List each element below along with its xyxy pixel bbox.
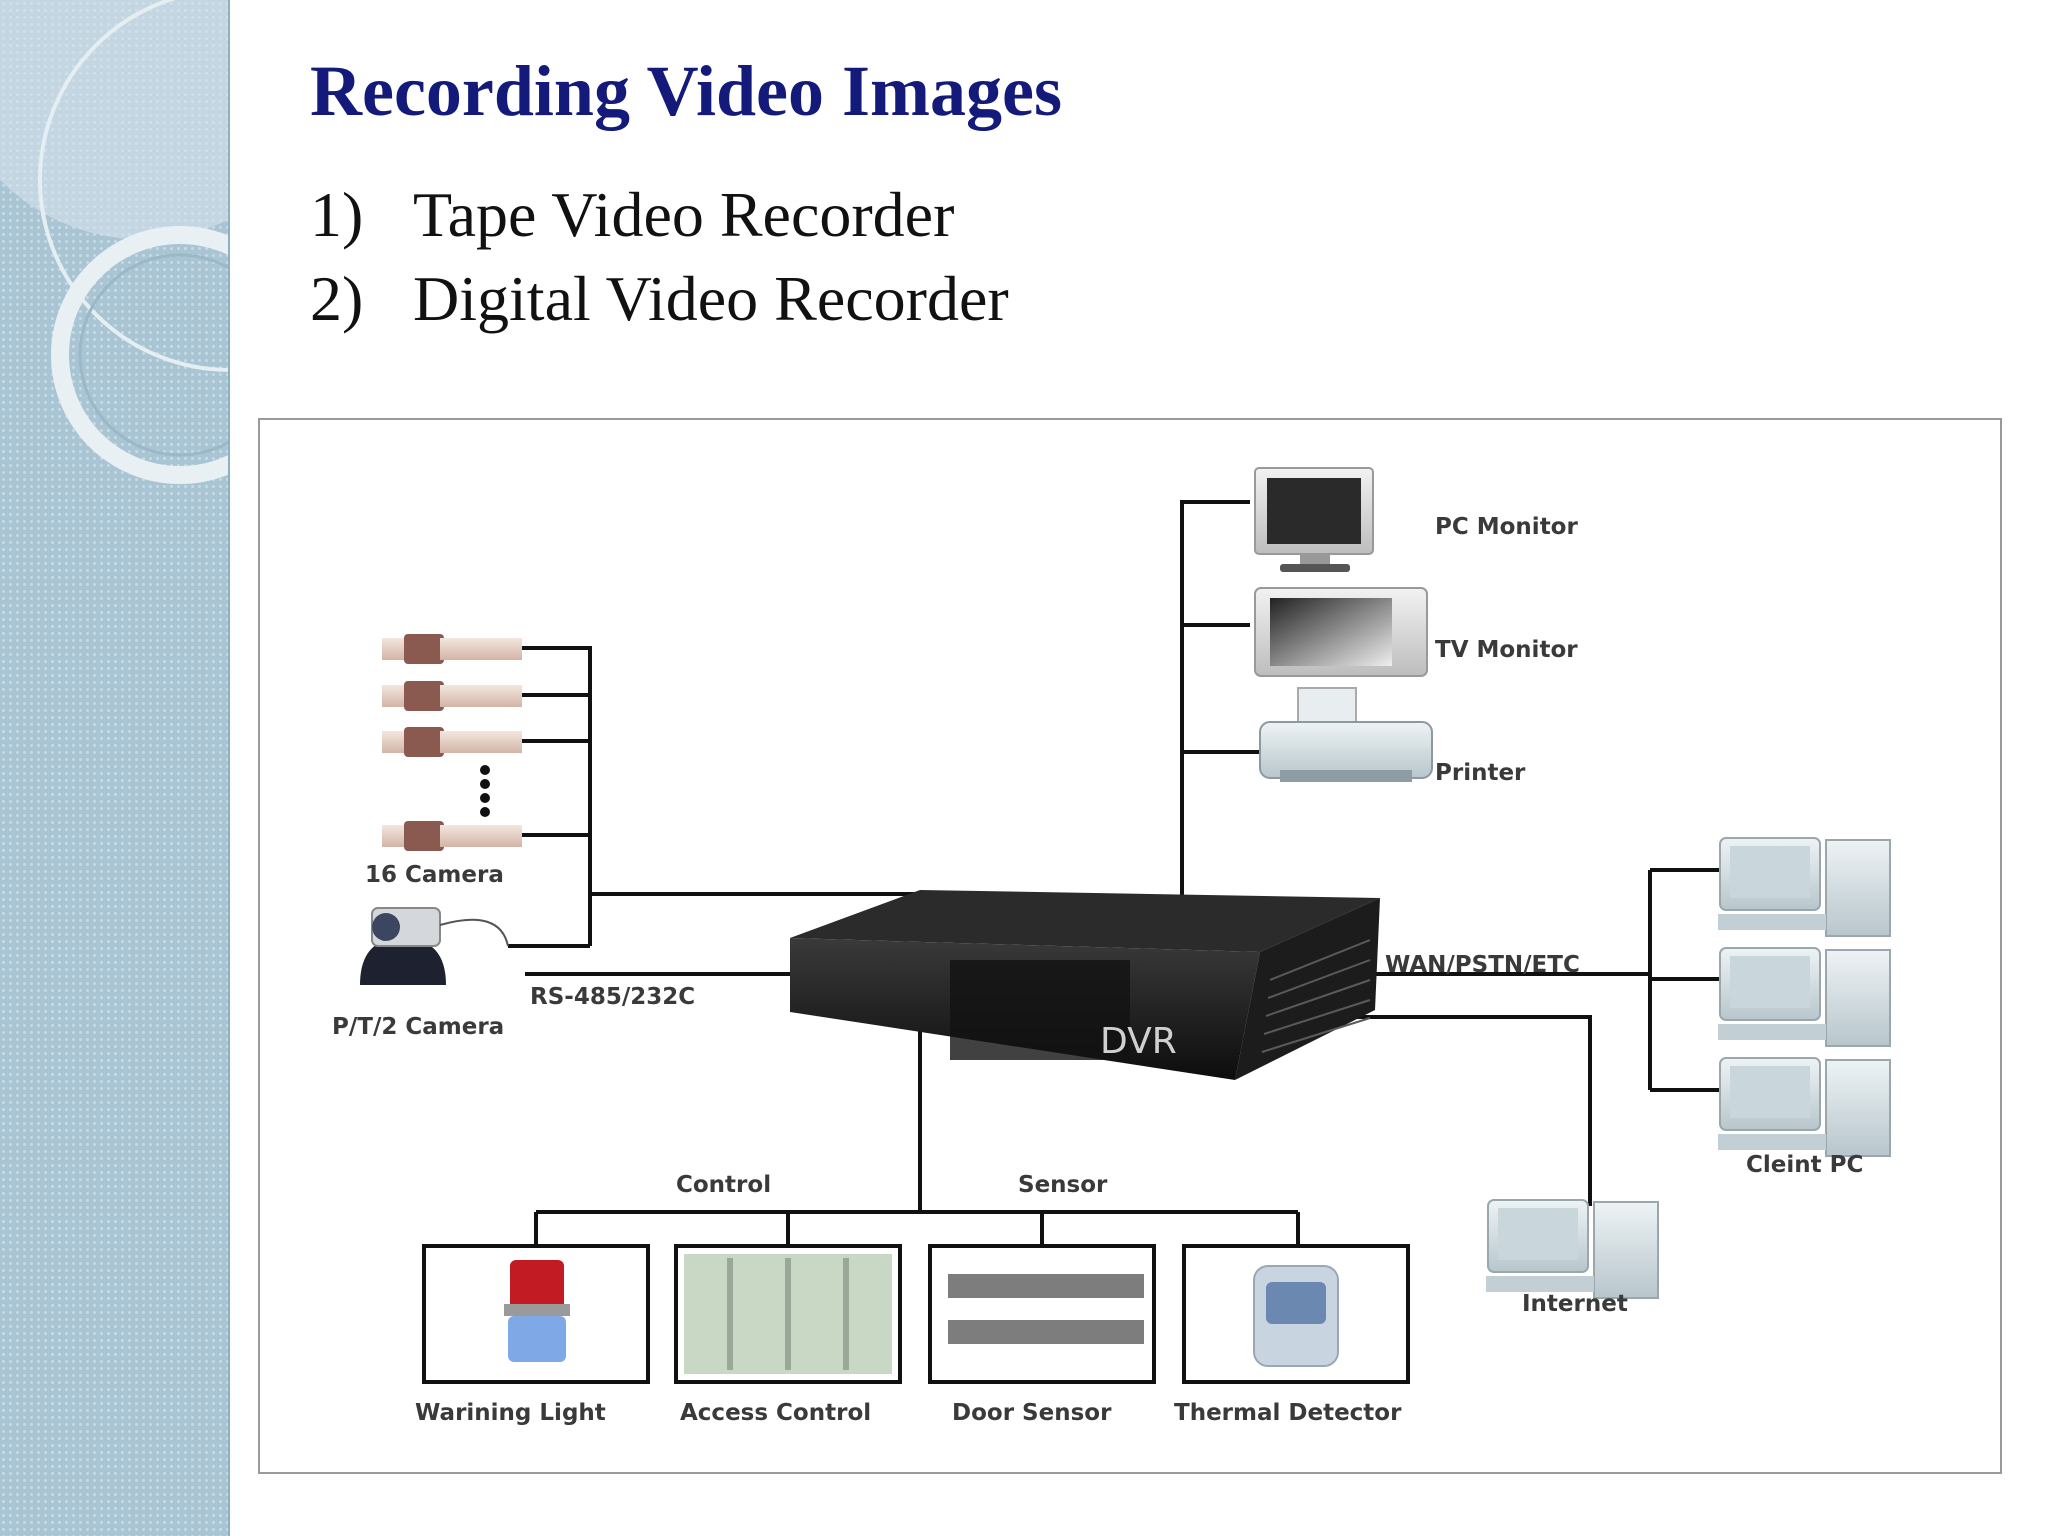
client-pc-icon <box>1718 837 1891 937</box>
access-control-label: Access Control <box>680 1400 871 1426</box>
warning-light-icon <box>422 1244 650 1384</box>
door-sensor-icon <box>928 1244 1156 1384</box>
tv-monitor-icon <box>1254 587 1428 677</box>
decorative-sidebar <box>0 0 228 1536</box>
dvr-unit-icon <box>790 890 1380 1080</box>
client-pc-icon <box>1718 1057 1891 1157</box>
pc-monitor-label: PC Monitor <box>1435 514 1578 540</box>
tv-monitor-label: TV Monitor <box>1435 637 1578 663</box>
rs485-label: RS-485/232C <box>530 984 695 1010</box>
bullet-item: 1) Tape Video Recorder <box>310 178 954 252</box>
bullet-number: 2) <box>310 263 364 334</box>
ptz-camera-icon <box>360 907 509 985</box>
thermal-detector-icon <box>1182 1244 1410 1384</box>
control-label: Control <box>676 1172 771 1198</box>
pc-monitor-icon <box>1254 467 1374 572</box>
printer-icon <box>1259 687 1433 782</box>
connection-lines <box>418 500 1720 1246</box>
ellipsis-dots-icon <box>480 765 490 817</box>
bullet-text: Digital Video Recorder <box>413 263 1009 334</box>
cameras-label: 16 Camera <box>365 862 504 888</box>
ptz-camera-label: P/T/2 Camera <box>332 1014 504 1040</box>
door-sensor-label: Door Sensor <box>952 1400 1112 1426</box>
decorative-circles <box>0 0 228 484</box>
thermal-detector-label: Thermal Detector <box>1174 1400 1402 1426</box>
dvr-label: DVR <box>1100 1021 1177 1062</box>
dvr-system-diagram: PC Monitor TV Monitor Printer <box>258 418 2002 1474</box>
sensor-label: Sensor <box>1018 1172 1108 1198</box>
camera-icon <box>382 821 522 851</box>
slide-title: Recording Video Images <box>310 51 1062 131</box>
client-pc-label: Cleint PC <box>1746 1152 1863 1178</box>
access-control-icon <box>674 1244 902 1384</box>
sidebar-divider <box>228 0 230 1536</box>
internet-pc-icon <box>1486 1199 1659 1299</box>
bullet-number: 1) <box>310 179 364 250</box>
camera-icon <box>382 681 522 711</box>
bullet-text: Tape Video Recorder <box>413 179 955 250</box>
internet-label: Internet <box>1522 1291 1628 1317</box>
camera-icon <box>382 727 522 757</box>
warning-light-label: Warining Light <box>415 1400 606 1426</box>
client-pc-icon <box>1718 947 1891 1047</box>
wan-label: WAN/PSTN/ETC <box>1385 952 1580 978</box>
camera-icon <box>382 634 522 664</box>
printer-label: Printer <box>1435 760 1526 786</box>
bullet-item: 2) Digital Video Recorder <box>310 262 1009 336</box>
